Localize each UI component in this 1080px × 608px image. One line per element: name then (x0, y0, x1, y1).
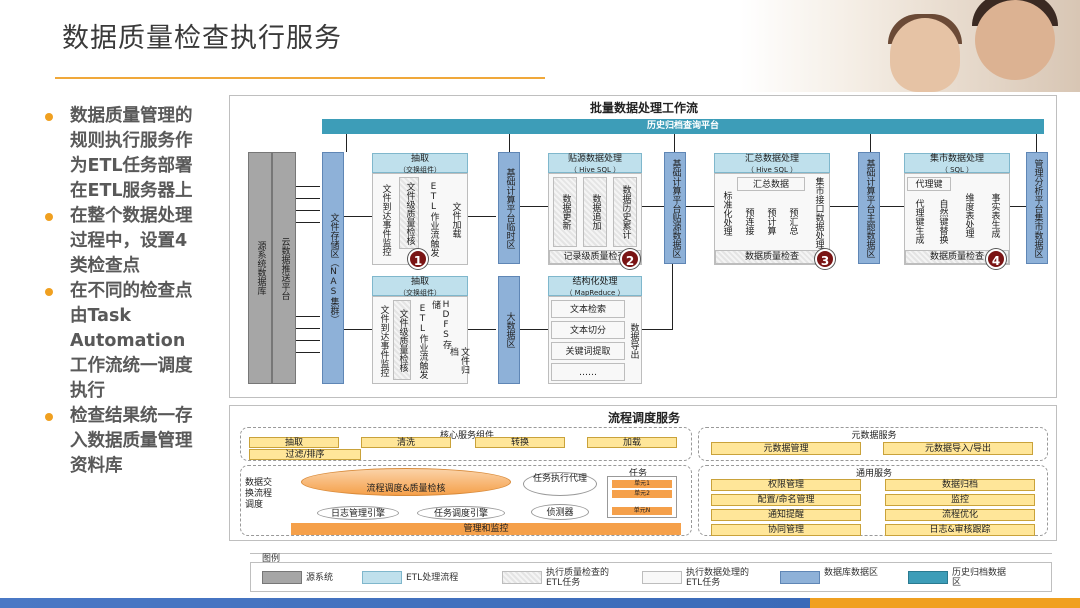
task-agent-oval: 任务执行代理 (523, 472, 597, 496)
bullet-dot-icon (45, 413, 53, 421)
meta-services-title: 元数据服务 (851, 431, 897, 441)
bullet-list: 数据质量管理的规则执行服务作为ETL任务部署在ETL服务器上 在整个数据处理过程… (42, 104, 202, 479)
record-check-label: 记录级质量检查 (549, 250, 641, 264)
legend-swatch-history (908, 571, 948, 584)
legend-title: 图例 (262, 554, 281, 564)
file-store: 文件存储区（NAS集群） (322, 152, 344, 384)
legend-swatch-database (780, 571, 820, 584)
scheduler-title: 流程调度服务 (607, 411, 680, 425)
history-platform-bar: 历史归档查询平台 (322, 119, 1044, 134)
src-data-zone: 基础计算平台贴源数据区 (664, 152, 686, 264)
exchange-scheduling-label: 数据交换流程调度 (245, 478, 273, 510)
checkpoint-2-badge: 2 (620, 249, 640, 269)
bigdata-zone: 大数据区 (498, 276, 520, 384)
topic-data-zone: 基础计算平台主题数据区 (858, 152, 880, 264)
header-photo (740, 0, 1080, 92)
extract1-header: 抽取（交换组件） (372, 153, 468, 174)
src-proc-body: 数据更新 数据追加 数据历史累计 记录级质量检查 (548, 173, 642, 265)
bullet-dot-icon (45, 288, 53, 296)
bullet-item: 在整个数据处理过程中，设置4类检查点 (42, 204, 202, 279)
cloud-push-platform: 云数据推送平台 (272, 152, 296, 384)
task-scheduler-oval: 任务调度引擎 (417, 506, 505, 520)
log-manager-oval: 日志管理引擎 (317, 506, 399, 520)
core-services-title: 核心服务组件 (439, 431, 494, 441)
exchange-scheduling-group: 数据交换流程调度 流程调度&质量检核 日志管理引擎 任务调度引擎 任务执行代理 … (240, 465, 692, 536)
struct-proc-body: 文本检索 文本切分 关键词提取 …… 数据导出 (548, 296, 642, 384)
legend-swatch-source (262, 571, 302, 584)
src-proc-header: 贴源数据处理（ Hive SQL ） (548, 153, 642, 174)
struct-proc-header: 结构化处理（ MapReduce ） (548, 276, 642, 297)
legend-swatch-processing (642, 571, 682, 584)
core-services-group: 核心服务组件 抽取 清洗 转换 加载 过滤/排序 (240, 427, 692, 461)
bullet-item: 在不同的检查点由Task Automation工作流统一调度执行 (42, 279, 202, 404)
common-services-group: 通用服务 权限管理 数据归档 配置/命名管理 监控 通知提醒 流程优化 协同管理… (698, 465, 1048, 536)
sum-check-label: 数据质量检查 (715, 250, 829, 264)
page-title: 数据质量检查执行服务 (62, 23, 342, 54)
legend: 图例 源系统 ETL处理流程 执行质量检查的ETL任务 执行数据处理的ETL任务… (250, 553, 1052, 592)
management-monitor-bar: 管理和监控 (291, 523, 681, 535)
checkpoint-4-badge: 4 (986, 249, 1006, 269)
scheduler-panel: 流程调度服务 核心服务组件 抽取 清洗 转换 加载 过滤/排序 元数据服务 元数… (229, 405, 1057, 541)
legend-swatch-etl (362, 571, 402, 584)
meta-services-group: 元数据服务 元数据管理 元数据导入/导出 (698, 427, 1048, 461)
workflow-panel: 批量数据处理工作流 历史归档查询平台 源系统数据库 云数据推送平台 文件存储区（… (229, 95, 1057, 398)
temp-zone: 基础计算平台临时区 (498, 152, 520, 264)
engine-cylinder: 流程调度&质量检核 (301, 468, 511, 496)
extract2-body: 文件到达事件监控 文件级质量检核 ETL作业流触发 HDFS存储 文件归档 (372, 296, 469, 384)
mart-data-zone: 管理分析平台集市数据区 (1026, 152, 1048, 264)
bullet-item: 数据质量管理的规则执行服务作为ETL任务部署在ETL服务器上 (42, 104, 202, 204)
sum-proc-header: 汇总数据处理（ Hive SQL ） (714, 153, 830, 174)
bullet-dot-icon (45, 113, 53, 121)
common-services-title: 通用服务 (855, 469, 892, 479)
bullet-item: 检查结果统一存入数据质量管理资料库 (42, 404, 202, 479)
workflow-title: 批量数据处理工作流 (589, 101, 698, 115)
mart-check-label: 数据质量检查 (905, 250, 1009, 264)
checkpoint-1-badge: 1 (408, 249, 428, 269)
sum-proc-body: 标准化处理 汇总数据 预连接 预计算 预汇总 集市接口数据处理 数据质量检查 (714, 173, 830, 265)
checkpoint-3-badge: 3 (815, 249, 835, 269)
task-box: 单元1 单元2 单元N (607, 476, 677, 518)
title-underline (55, 77, 545, 79)
detector-oval: 侦测器 (531, 504, 589, 520)
extract2-header: 抽取（交换组件） (372, 276, 468, 297)
task-title: 任务 (628, 469, 647, 479)
footer-bar (0, 598, 1080, 608)
mart-proc-header: 集市数据处理（ SQL ） (904, 153, 1010, 174)
source-db: 源系统数据库 (248, 152, 272, 384)
bullet-dot-icon (45, 213, 53, 221)
legend-swatch-quality (502, 571, 542, 584)
